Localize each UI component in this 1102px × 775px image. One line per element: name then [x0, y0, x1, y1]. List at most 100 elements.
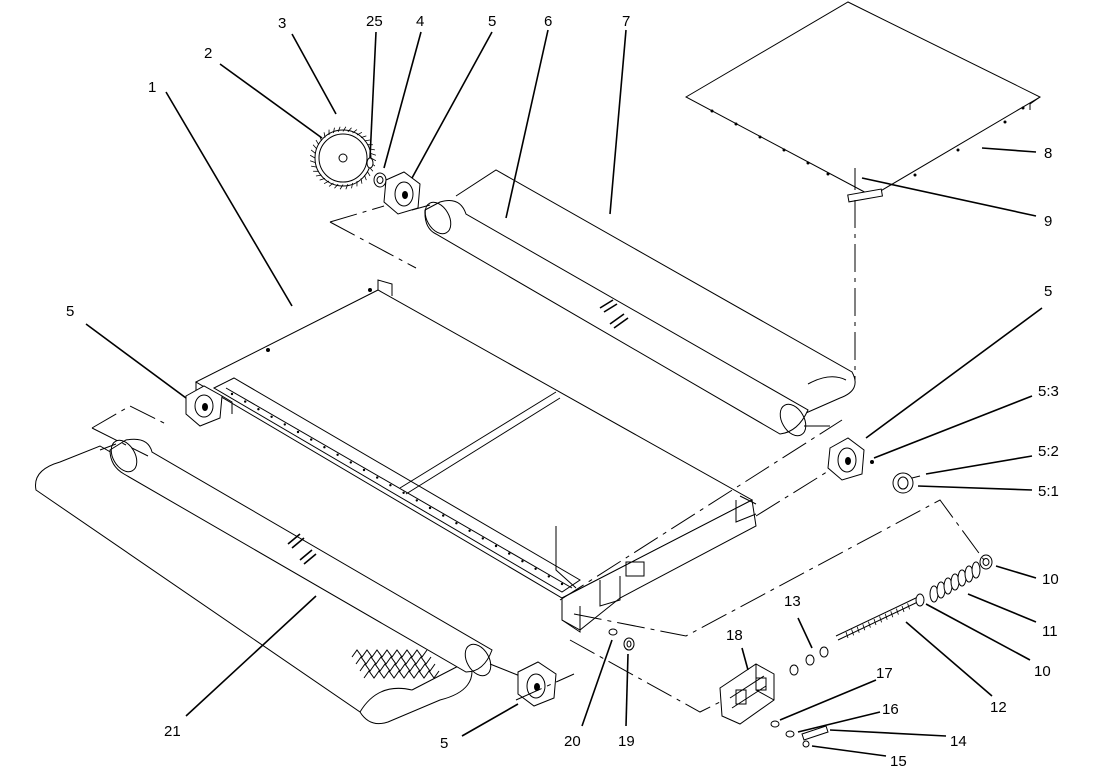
callout-9: 9 [1044, 213, 1052, 230]
frame-hole [310, 438, 313, 441]
frame-hole [349, 461, 352, 464]
blade-hardware [366, 157, 387, 188]
saw-tooth [339, 184, 344, 190]
callout-21: 21 [164, 723, 181, 740]
saw-tooth [360, 178, 363, 184]
frame-hole [442, 514, 445, 517]
thread-mark [884, 613, 888, 620]
callout-25: 25 [366, 13, 383, 30]
frame-hole [468, 529, 471, 532]
belt-lacing [355, 656, 432, 665]
callout-17: 17 [876, 665, 893, 682]
callout-19: 19 [618, 733, 635, 750]
saw-tooth [364, 139, 371, 142]
saw-tooth [366, 171, 371, 177]
saw-tooth [345, 184, 349, 190]
adjuster-bracket [719, 663, 775, 725]
saw-tooth [323, 180, 330, 185]
thread-mark [868, 621, 871, 628]
upper-roller [411, 200, 830, 437]
callout-labels: 1 2 3 25 4 5 6 7 8 9 5 5 5:3 5:2 5:1 10 … [66, 13, 1059, 770]
callout-11: 11 [1042, 623, 1058, 640]
frame-hole [362, 468, 366, 472]
callout-5-bottom: 5 [440, 735, 448, 752]
saw-tooth [364, 174, 367, 181]
callout-20: 20 [564, 733, 581, 750]
saw-tooth [360, 135, 367, 139]
saw-tooth [312, 144, 317, 150]
saw-tooth [315, 139, 320, 145]
leader-lines [85, 29, 1043, 757]
frame-hole [521, 560, 524, 563]
thread-mark [907, 603, 910, 610]
thread-mark [879, 616, 882, 623]
frame-hole [455, 522, 458, 525]
callout-10-bottom: 10 [1034, 663, 1051, 680]
centerlines [91, 205, 985, 713]
saw-tooth [370, 153, 377, 156]
callout-5-2: 5:2 [1038, 443, 1059, 460]
frame-hole [257, 408, 260, 411]
main-frame [194, 279, 757, 633]
lower-bearing-block [517, 661, 557, 707]
thread-mark [845, 631, 849, 639]
callout-15: 15 [890, 753, 907, 770]
right-bearing-block [827, 437, 921, 494]
upper-belt [455, 169, 856, 421]
callout-5-top: 5 [488, 13, 496, 30]
thread-mark [890, 611, 894, 618]
frame-hole [508, 552, 511, 555]
frame-hole [283, 423, 286, 426]
saw-tooth [333, 127, 335, 134]
small-hardware [770, 720, 829, 748]
callout-18: 18 [726, 627, 743, 644]
callout-1: 1 [148, 79, 156, 96]
saw-tooth [309, 160, 316, 163]
callout-8: 8 [1044, 145, 1052, 162]
saw-tooth [319, 177, 326, 181]
saw-tooth [337, 126, 341, 132]
belt-lacing [363, 670, 440, 679]
tension-rod-assembly [789, 554, 993, 676]
frame-hole [270, 415, 273, 418]
saw-tooth [356, 131, 363, 136]
callout-10-top: 10 [1042, 571, 1059, 588]
callout-16: 16 [882, 701, 899, 718]
callout-12: 12 [990, 699, 1007, 716]
frame-hole [296, 430, 300, 434]
upper-bearing-block [383, 171, 421, 215]
saw-tooth [351, 182, 353, 189]
frame-hole [494, 544, 498, 548]
thread-mark [901, 605, 905, 613]
callout-4: 4 [416, 13, 424, 30]
frame-hole [323, 446, 326, 449]
cover-plate [684, 1, 1042, 203]
saw-tooth [310, 149, 316, 154]
saw-tooth [342, 126, 347, 132]
frame-hole [547, 575, 550, 578]
callout-3: 3 [278, 15, 286, 32]
callout-5-left: 5 [66, 303, 74, 320]
frame-hole [402, 491, 405, 494]
frame-hole [230, 392, 234, 396]
frame-hole [560, 582, 564, 586]
callout-7: 7 [622, 13, 630, 30]
frame-hole [415, 499, 418, 502]
callout-5-right: 5 [1044, 283, 1052, 300]
saw-tooth [309, 154, 316, 159]
saw-tooth [323, 132, 326, 138]
frame-hole [389, 484, 392, 487]
callout-14: 14 [950, 733, 967, 750]
belt-lacing [351, 649, 428, 658]
saw-tooth [315, 174, 322, 177]
frame-hole [376, 476, 379, 479]
saw-tooth [311, 165, 317, 168]
callout-5-1: 5:1 [1038, 483, 1059, 500]
lower-roller [99, 438, 521, 679]
callout-5-3: 5:3 [1038, 383, 1059, 400]
saw-tooth [352, 129, 358, 134]
frame-hole [428, 506, 432, 510]
thread-mark [856, 626, 860, 633]
guide-line [555, 526, 577, 589]
frame-hole [481, 537, 484, 540]
